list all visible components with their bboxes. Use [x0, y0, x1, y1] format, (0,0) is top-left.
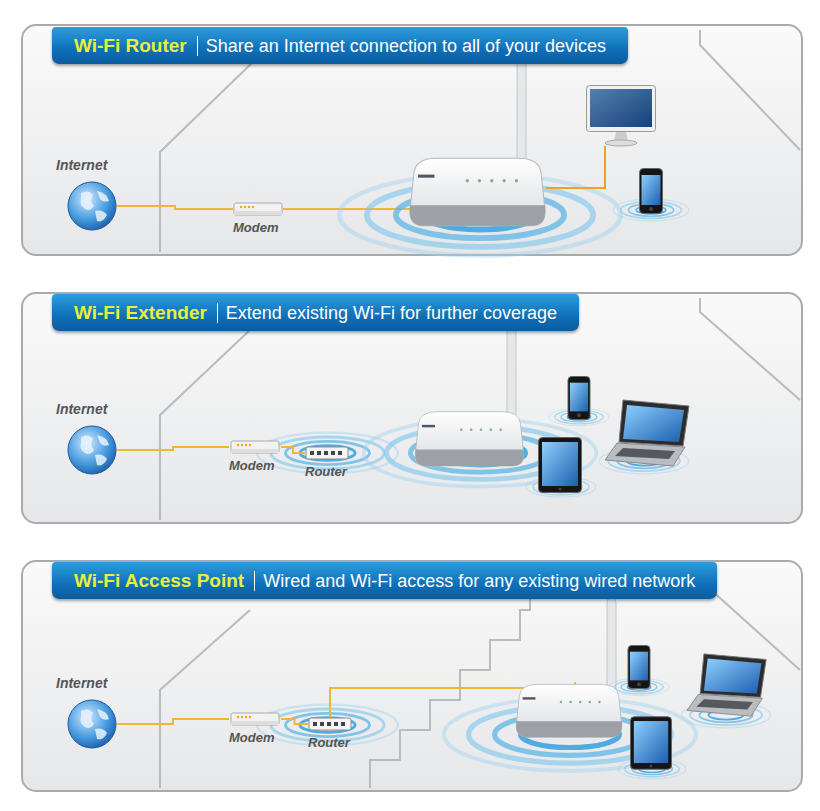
header-title: Wi-Fi Access Point	[74, 570, 244, 592]
panel-extender	[22, 293, 802, 523]
panel-router	[22, 25, 802, 256]
globe-icon	[67, 181, 117, 231]
device-node: Modem	[229, 712, 281, 745]
header-band: Wi-Fi Router Share an Internet connection…	[52, 27, 628, 64]
header-title: Wi-Fi Router	[74, 35, 187, 57]
router-device	[410, 158, 545, 226]
panel-access-point	[22, 561, 802, 791]
phone	[640, 169, 663, 214]
srouter-icon	[305, 446, 349, 460]
internet-node: Internet	[56, 401, 117, 475]
laptop	[605, 400, 689, 466]
node-label: Internet	[56, 157, 117, 173]
modem-icon	[229, 712, 281, 726]
tablet	[630, 717, 671, 770]
header-description: Extend existing Wi-Fi for further covera…	[217, 303, 557, 323]
node-label: Modem	[229, 458, 281, 473]
modem-icon	[229, 440, 281, 454]
internet-node: Internet	[56, 157, 117, 231]
header-band: Wi-Fi Extender Extend existing Wi-Fi for …	[52, 294, 579, 331]
srouter-icon	[308, 717, 352, 731]
node-label: Router	[308, 735, 352, 750]
tablet	[539, 438, 582, 493]
node-label: Modem	[229, 730, 281, 745]
phone	[628, 645, 650, 688]
network-cable	[117, 447, 229, 450]
monitor	[587, 86, 656, 147]
node-label: Modem	[233, 220, 283, 235]
header-band: Wi-Fi Access Point Wired and Wi-Fi access…	[52, 562, 717, 599]
device-node: Router	[305, 446, 349, 479]
device-node: Router	[308, 717, 352, 750]
network-cable	[117, 719, 229, 724]
internet-node: Internet	[56, 675, 117, 749]
modem-icon	[233, 202, 283, 216]
extender-device	[415, 412, 523, 466]
laptop	[687, 654, 766, 716]
access-point-device	[516, 684, 622, 737]
node-label: Internet	[56, 675, 117, 691]
header-description: Share an Internet connection to all of y…	[197, 36, 606, 56]
network-cable	[117, 206, 233, 209]
network-cable	[281, 719, 308, 724]
network-cable	[281, 447, 305, 453]
globe-icon	[67, 425, 117, 475]
globe-icon	[67, 699, 117, 749]
header-description: Wired and Wi-Fi access for any existing …	[254, 571, 695, 591]
phone	[568, 376, 590, 419]
header-title: Wi-Fi Extender	[74, 302, 207, 324]
node-label: Router	[305, 464, 349, 479]
node-label: Internet	[56, 401, 117, 417]
device-node: Modem	[233, 202, 283, 235]
device-node: Modem	[229, 440, 281, 473]
